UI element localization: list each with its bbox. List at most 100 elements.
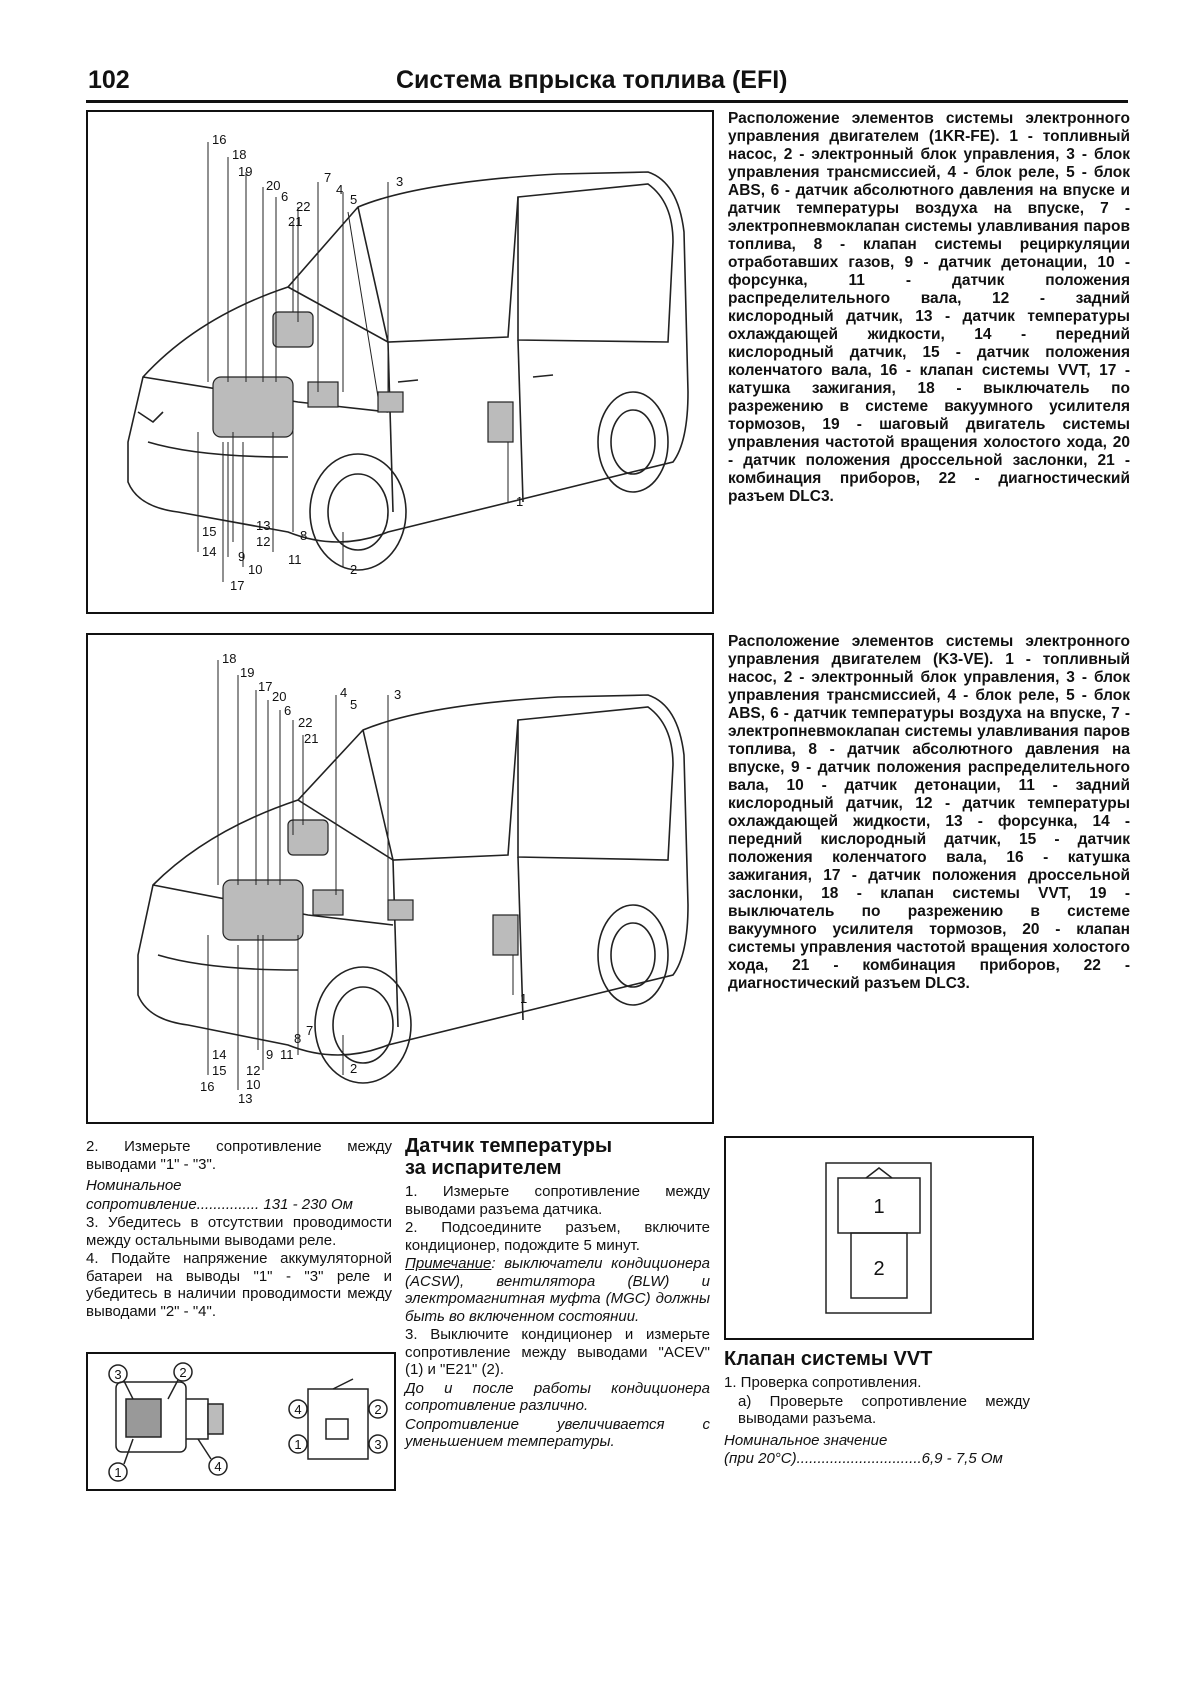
relay-body <box>108 1362 228 1482</box>
leader-lines-2 <box>207 660 514 1090</box>
callout-6: 6 <box>281 189 288 204</box>
mid-step-3: 3. Выключите кондиционер и измерьте сопр… <box>405 1326 710 1378</box>
connector-diagram: 1 2 <box>825 1162 932 1314</box>
callout-9: 9 <box>238 549 245 564</box>
callout-labels: 16 18 19 20 6 22 21 7 4 5 3 1 15 14 13 1… <box>202 132 523 593</box>
callout-20: 20 <box>272 689 286 704</box>
connector-figure: 1 2 <box>724 1136 1034 1340</box>
callout-21: 21 <box>304 731 318 746</box>
mid-note-label: Примечание <box>405 1255 492 1272</box>
relay-diagram: 3 2 1 4 4 2 1 3 <box>108 1362 388 1482</box>
callout-11: 11 <box>280 1047 294 1062</box>
callout-17: 17 <box>230 578 244 593</box>
leader-lines <box>197 142 509 582</box>
left-step-3: 3. Убедитесь в отсутствии проводимости м… <box>86 1214 392 1249</box>
left-spec-name: сопротивление <box>86 1195 197 1213</box>
callout-22: 22 <box>298 715 312 730</box>
section-title-evaporator-sensor: Датчик температуры за испарителем <box>405 1135 710 1179</box>
schematic-pin-3: 3 <box>374 1437 381 1452</box>
relay-pin-1: 1 <box>114 1465 121 1480</box>
callout-12: 12 <box>256 534 270 549</box>
relay-labels: 3 2 1 4 4 2 1 3 <box>114 1365 381 1480</box>
callout-8: 8 <box>300 528 307 543</box>
callout-2: 2 <box>350 1061 357 1076</box>
mid-remark-1: До и после работы кондиционера сопротивл… <box>405 1379 710 1415</box>
callout-3: 3 <box>394 687 401 702</box>
callout-7: 7 <box>306 1023 313 1038</box>
middle-column: Датчик температуры за испарителем 1. Изм… <box>405 1135 710 1452</box>
section-title-vvt-valve: Клапан системы VVT <box>724 1348 933 1370</box>
callout-10: 10 <box>246 1077 260 1092</box>
callout-4: 4 <box>336 182 343 197</box>
engine-components <box>212 311 514 443</box>
right-step-a: а) Проверьте сопротивление между выводам… <box>738 1392 1030 1428</box>
mid-step-2: 2. Подсоедините разъем, включите кондици… <box>405 1219 710 1254</box>
engine-components-2 <box>222 819 519 956</box>
schematic-pin-2: 2 <box>374 1402 381 1417</box>
callout-15: 15 <box>202 524 216 539</box>
left-column: 2. Измерьте сопротивление между выводами… <box>86 1138 392 1321</box>
callout-17: 17 <box>258 679 272 694</box>
callout-6: 6 <box>284 703 291 718</box>
right-spec-label: Номинальное значение <box>724 1431 888 1449</box>
page-header: 102 Система впрыска топлива (EFI) <box>86 64 1128 103</box>
connector-labels: 1 2 <box>873 1196 884 1280</box>
callout-4: 4 <box>340 685 347 700</box>
car-outline-2 <box>137 694 689 1084</box>
left-spec-row: сопротивление............... 131 - 230 О… <box>86 1196 392 1214</box>
figure-1-caption: Расположение элементов системы электронн… <box>728 110 1130 505</box>
callout-5: 5 <box>350 697 357 712</box>
callout-20: 20 <box>266 178 280 193</box>
figure-k3-ve: 18 19 17 20 6 22 21 4 5 3 1 14 15 16 12 … <box>86 633 714 1124</box>
left-spec-dots: ............... <box>196 1195 260 1213</box>
relay-schematic <box>288 1378 388 1460</box>
figure-1kr-fe: 16 18 19 20 6 22 21 7 4 5 3 1 15 14 13 1… <box>86 110 714 614</box>
right-spec-name: (при 20°С) <box>724 1450 797 1467</box>
callout-1: 1 <box>520 991 527 1006</box>
callout-14: 14 <box>202 544 216 559</box>
callout-10: 10 <box>248 562 262 577</box>
left-spec-value: 131 - 230 Ом <box>263 1195 353 1213</box>
callout-13: 13 <box>256 518 270 533</box>
callout-8: 8 <box>294 1031 301 1046</box>
relay-pin-4: 4 <box>214 1459 221 1474</box>
schematic-pin-1: 1 <box>294 1437 301 1452</box>
mid-step-1: 1. Измерьте сопротивление между выводами… <box>405 1183 710 1218</box>
right-step-1: 1. Проверка сопротивления. <box>724 1374 922 1391</box>
callout-19: 19 <box>238 164 252 179</box>
callout-5: 5 <box>350 192 357 207</box>
callout-7: 7 <box>324 170 331 185</box>
car-diagram-2: 18 19 17 20 6 22 21 4 5 3 1 14 15 16 12 … <box>137 651 689 1106</box>
mid-remark-2: Сопротивление увеличивается с уменьшение… <box>405 1415 710 1451</box>
page-number: 102 <box>88 66 130 94</box>
callout-14: 14 <box>212 1047 226 1062</box>
callout-22: 22 <box>296 199 310 214</box>
left-step-4: 4. Подайте напряжение аккумуляторной бат… <box>86 1250 392 1320</box>
callout-19: 19 <box>240 665 254 680</box>
relay-pin-3: 3 <box>114 1367 121 1382</box>
right-spec-row: (при 20°С)..............................… <box>724 1450 1030 1468</box>
mid-note-text: : выключатели кондиционера (ACSW), венти… <box>405 1255 710 1325</box>
section-title-line-1: Датчик температуры <box>405 1135 613 1157</box>
left-spec-label: Номинальное <box>86 1177 182 1194</box>
connector-outline <box>825 1162 932 1314</box>
schematic-pin-4: 4 <box>294 1402 301 1417</box>
relay-pin-2: 2 <box>179 1365 186 1380</box>
callout-16: 16 <box>212 132 226 147</box>
section-title-line-2: за испарителем <box>405 1157 562 1179</box>
callout-9: 9 <box>266 1047 273 1062</box>
right-spec-dots: .............................. <box>796 1450 922 1467</box>
mid-note: Примечание: выключатели кондиционера (AC… <box>405 1255 710 1325</box>
right-column: Клапан системы VVT 1. Проверка сопротивл… <box>724 1348 1030 1469</box>
callout-11: 11 <box>288 552 302 567</box>
left-step-2: 2. Измерьте сопротивление между выводами… <box>86 1138 392 1173</box>
right-spec-value: 6,9 - 7,5 Ом <box>921 1450 1003 1467</box>
connector-pin-1: 1 <box>873 1196 884 1218</box>
connector-pin-2: 2 <box>873 1258 884 1280</box>
car-diagram-1: 16 18 19 20 6 22 21 7 4 5 3 1 15 14 13 1… <box>127 132 689 593</box>
callout-12: 12 <box>246 1063 260 1078</box>
callout-labels-2: 18 19 17 20 6 22 21 4 5 3 1 14 15 16 12 … <box>200 651 527 1106</box>
callout-13: 13 <box>238 1091 252 1106</box>
callout-2: 2 <box>350 562 357 577</box>
callout-1: 1 <box>516 494 523 509</box>
